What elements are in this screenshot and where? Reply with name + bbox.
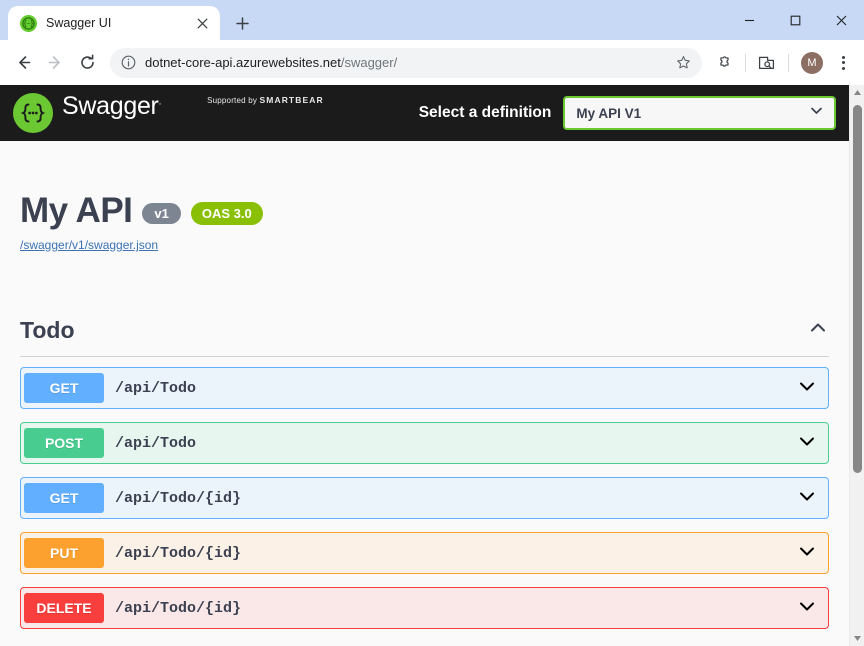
swagger-logo-icon <box>13 93 53 133</box>
tag-name: Todo <box>20 317 75 343</box>
chevron-down-icon[interactable] <box>796 540 818 567</box>
operations-list: GET /api/Todo POST /api/Todo GET /api/To… <box>0 367 849 629</box>
tab-search-icon[interactable] <box>753 49 781 77</box>
bookmark-star-icon[interactable] <box>670 50 696 76</box>
page-viewport: Swagger. Supported by SMARTBEAR Select a… <box>0 85 864 646</box>
version-badge: v1 <box>142 202 181 224</box>
forward-button[interactable] <box>40 48 70 78</box>
scrollbar-track[interactable] <box>850 100 864 631</box>
chevron-down-icon[interactable] <box>796 375 818 402</box>
spec-url-link[interactable]: /swagger/v1/swagger.json <box>20 238 159 252</box>
chevron-down-icon[interactable] <box>796 485 818 512</box>
page-title: My API <box>20 191 133 230</box>
oas-badge: OAS 3.0 <box>190 201 263 225</box>
scrollbar-thumb[interactable] <box>852 105 862 473</box>
operation-path: /api/Todo/{id} <box>115 489 242 507</box>
chevron-down-icon[interactable] <box>796 430 818 457</box>
tab-strip: Swagger UI <box>0 0 864 40</box>
operation-path: /api/Todo/{id} <box>115 544 242 562</box>
url-domain: dotnet-core-api.azurewebsites.net <box>145 55 341 70</box>
swagger-favicon-icon <box>20 14 37 32</box>
tag-section-todo: Todo <box>0 317 849 357</box>
tag-header-todo[interactable]: Todo <box>20 317 829 357</box>
swagger-wordmark: Swagger. <box>62 92 162 120</box>
extensions-puzzle-icon[interactable] <box>710 49 738 77</box>
swagger-topbar: Swagger. Supported by SMARTBEAR Select a… <box>0 85 849 141</box>
operation-row[interactable]: GET /api/Todo/{id} <box>20 477 829 519</box>
minimize-button[interactable] <box>726 0 772 40</box>
swagger-ui-page: Swagger. Supported by SMARTBEAR Select a… <box>0 85 849 646</box>
operation-path: /api/Todo <box>115 379 197 397</box>
tab-title: Swagger UI <box>46 16 112 30</box>
browser-tab[interactable]: Swagger UI <box>8 6 220 40</box>
reload-button[interactable] <box>72 48 102 78</box>
definition-select-value: My API V1 <box>576 105 642 121</box>
operation-row[interactable]: PUT /api/Todo/{id} <box>20 532 829 574</box>
http-method-badge: POST <box>24 428 104 458</box>
browser-toolbar: dotnet-core-api.azurewebsites.net/swagge… <box>0 40 864 85</box>
window-close-button[interactable] <box>818 0 864 40</box>
swagger-logo[interactable]: Swagger. <box>13 93 161 133</box>
http-method-badge: GET <box>24 373 104 403</box>
profile-avatar[interactable]: M <box>801 51 823 74</box>
api-title-row: My API v1 OAS 3.0 <box>20 191 829 231</box>
toolbar-divider-2 <box>788 53 789 72</box>
back-button[interactable] <box>8 48 38 78</box>
smartbear-brand: SMARTBEAR <box>259 95 324 105</box>
new-tab-button[interactable] <box>228 9 256 37</box>
swagger-tm: . <box>158 96 162 108</box>
chevron-up-icon[interactable] <box>807 317 829 344</box>
supported-by-text: Supported by SMARTBEAR <box>207 95 324 105</box>
url-path: /swagger/ <box>340 55 398 70</box>
chevron-down-icon[interactable] <box>796 595 818 622</box>
address-bar[interactable]: dotnet-core-api.azurewebsites.net/swagge… <box>110 47 702 78</box>
toolbar-divider <box>745 53 746 72</box>
operation-row[interactable]: POST /api/Todo <box>20 422 829 464</box>
address-bar-url: dotnet-core-api.azurewebsites.net/swagge… <box>145 55 662 70</box>
http-method-badge: PUT <box>24 538 104 568</box>
window-controls <box>726 0 864 40</box>
http-method-badge: DELETE <box>24 593 104 623</box>
operation-row[interactable]: GET /api/Todo <box>20 367 829 409</box>
api-info-block: My API v1 OAS 3.0 /swagger/v1/swagger.js… <box>0 141 849 254</box>
scroll-down-arrow-icon[interactable] <box>850 631 864 646</box>
maximize-button[interactable] <box>772 0 818 40</box>
http-method-badge: GET <box>24 483 104 513</box>
operation-path: /api/Todo/{id} <box>115 599 242 617</box>
scroll-up-arrow-icon[interactable] <box>850 85 864 100</box>
three-dot-menu-icon[interactable] <box>830 50 856 76</box>
definition-select[interactable]: My API V1 <box>563 96 836 130</box>
operation-path: /api/Todo <box>115 434 197 452</box>
tab-close-icon[interactable] <box>192 13 212 33</box>
page-scrollbar[interactable] <box>849 85 864 646</box>
chevron-down-icon <box>809 103 824 123</box>
operation-row[interactable]: DELETE /api/Todo/{id} <box>20 587 829 629</box>
definition-selector-group: Select a definition My API V1 <box>419 96 836 130</box>
site-info-icon[interactable] <box>120 54 137 71</box>
select-definition-label: Select a definition <box>418 104 552 121</box>
